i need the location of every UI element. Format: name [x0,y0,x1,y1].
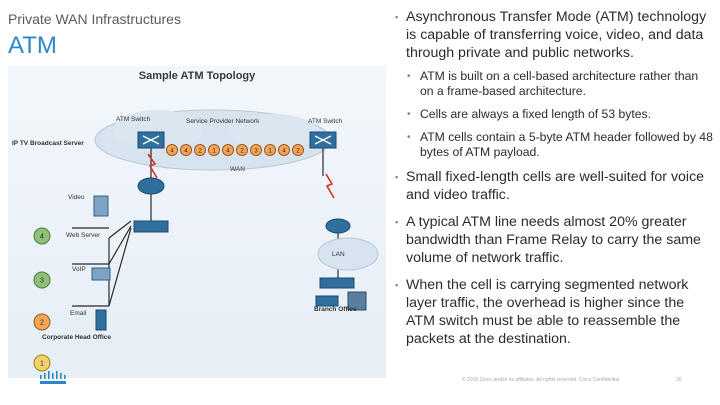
flow-number-4: 4 [40,234,44,241]
sub-bullet-cell-length: Cells are always a fixed length of 53 by… [406,107,715,122]
bullet-list: Asynchronous Transfer Mode (ATM) technol… [395,8,715,357]
wan-link-right [325,173,335,199]
switch-arrows-right [314,135,332,145]
cloud-puff-left [113,110,203,150]
cell-number-6: 2 [240,148,244,155]
link-webserver [108,225,132,265]
branch-switch-icon [319,277,355,289]
label-head-office: Corporate Head Office [42,334,111,341]
atm-cells [166,144,304,156]
cell-8 [264,144,276,156]
sub-bullet-list: ATM is built on a cell-based architectur… [395,69,715,160]
sub-bullet-cell-architecture: ATM is built on a cell-based architectur… [406,69,715,99]
link-email [108,227,132,307]
section-title: Private WAN Infrastructures [8,11,181,27]
cell-10 [292,144,304,156]
label-iptv-server: IP TV Broadcast Server [12,140,84,147]
figure-title: Sample ATM Topology [138,70,256,82]
label-web-server: Web Server [66,232,101,239]
link-hub-video [108,220,132,239]
label-atm-switch-right: ATM Switch [308,118,343,125]
cell-number-2: 4 [184,148,188,155]
branch-lan-cloud [317,237,379,271]
footer-copyright: © 2016 Cisco and/or its affiliates. All … [462,377,620,383]
email-server-icon [95,309,107,331]
web-server-icon [91,267,111,281]
cell-number-4: 1 [212,148,216,155]
cisco-logo-icon [40,371,66,384]
label-video: Video [68,194,85,201]
link-lines [72,142,339,307]
slide-title: ATM [8,32,57,59]
flow-2-icon [33,313,51,331]
cell-number-7: 3 [254,148,258,155]
label-email: Email [70,310,87,317]
cell-9 [278,144,290,156]
cell-number-10: 2 [296,148,300,155]
label-branch-office: Branch Office [314,306,357,313]
bullet-atm-intro: Asynchronous Transfer Mode (ATM) technol… [395,8,715,62]
switch-arrows-left [142,135,160,145]
cloud-puff-right [228,114,318,150]
head-office-router-icon [137,177,165,195]
label-voip: VoIP [72,266,86,273]
sub-bullet-cell-header: ATM cells contain a 5-byte ATM header fo… [406,130,715,160]
flow-4-icon [33,227,51,245]
cell-number-3: 2 [198,148,202,155]
cell-6 [236,144,248,156]
cell-2 [180,144,192,156]
cell-number-8: 1 [268,148,272,155]
label-atm-switch-left: ATM Switch [116,116,151,123]
cell-number-5: 4 [226,148,230,155]
label-service-provider: Service Provider Network [186,118,260,125]
flow-1-icon [33,354,51,372]
cell-4 [208,144,220,156]
branch-phone-icon [315,295,339,307]
cell-1 [166,144,178,156]
bullet-overhead: When the cell is carrying segmented netw… [395,276,715,348]
flow-number-2: 2 [40,320,44,327]
cell-5 [222,144,234,156]
flow-number-3: 3 [40,278,44,285]
page-number: 26 [676,377,682,383]
wan-link-left [147,153,158,179]
flow-number-1: 1 [40,361,44,368]
cell-3 [194,144,206,156]
label-lan: LAN [332,251,345,258]
flow-3-icon [33,271,51,289]
branch-pc-icon [347,291,367,311]
branch-router-icon [325,218,351,234]
cell-number-9: 4 [282,148,286,155]
cell-7 [250,144,262,156]
head-office-switch-icon [133,220,169,233]
atm-topology-figure: Sample ATM Topology [8,66,386,378]
label-wan: WAN [230,166,245,173]
topology-diagram: 4 4 2 1 4 2 3 1 4 2 4 3 2 1 [33,109,379,372]
traffic-numbers [33,227,51,372]
cell-number-1: 4 [170,148,174,155]
bullet-small-cells: Small fixed-length cells are well-suited… [395,168,715,204]
iptv-server-icon [93,195,109,217]
bullet-bandwidth: A typical ATM line needs almost 20% grea… [395,213,715,267]
